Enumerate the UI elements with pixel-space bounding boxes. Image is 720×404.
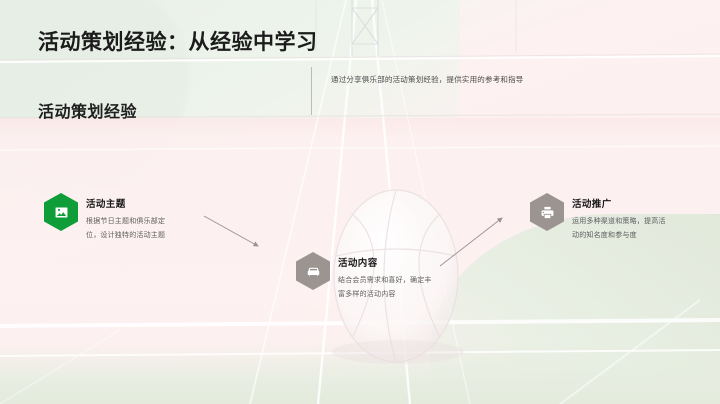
process-node-activity-content[interactable]: 活动内容 结合会员需求和喜好，确定丰富多样的活动内容 (296, 252, 436, 301)
node-title: 活动主题 (86, 199, 126, 210)
slide-title: 活动策划经验：从经验中学习 (38, 31, 318, 54)
image-icon (44, 193, 78, 231)
node-description: 运用多种渠道和策略，提高活动的知名度和参与度 (572, 218, 666, 239)
printer-icon (530, 193, 564, 231)
node-description: 根据节日主题和俱乐部定位，设计独特的活动主题 (86, 218, 166, 239)
node-description: 结合会员需求和喜好，确定丰富多样的活动内容 (338, 277, 432, 298)
slide-lead-text: 通过分享俱乐部的活动策划经验，提供实用的参考和指导 (331, 75, 524, 84)
process-node-activity-promotion[interactable]: 活动推广 运用多种渠道和策略，提高活动的知名度和参与度 (530, 193, 670, 242)
node-text-block: 活动推广 运用多种渠道和策略，提高活动的知名度和参与度 (572, 193, 670, 242)
lead-divider (311, 67, 312, 115)
slide-subtitle: 活动策划经验 (38, 104, 138, 121)
sofa-icon (296, 252, 330, 290)
node-text-block: 活动内容 结合会员需求和喜好，确定丰富多样的活动内容 (338, 252, 436, 301)
node-title: 活动推广 (572, 199, 612, 210)
background-green-wash-bottom (0, 342, 720, 404)
node-text-block: 活动主题 根据节日主题和俱乐部定位，设计独特的活动主题 (86, 193, 178, 242)
process-node-activity-theme[interactable]: 活动主题 根据节日主题和俱乐部定位，设计独特的活动主题 (44, 193, 178, 242)
node-title: 活动内容 (338, 258, 378, 269)
